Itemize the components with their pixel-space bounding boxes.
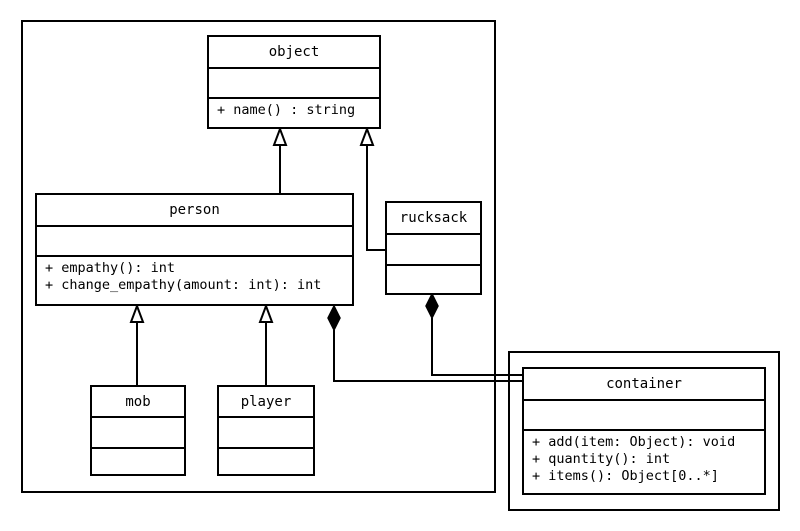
object-class-name: object bbox=[209, 37, 379, 69]
container-frame bbox=[508, 351, 780, 511]
operation: + name() : string bbox=[217, 102, 356, 118]
rucksack-attributes bbox=[387, 235, 480, 264]
mob-class: mob bbox=[90, 385, 186, 476]
rucksack-class: rucksack bbox=[385, 201, 482, 295]
operation: + items(): Object[0..*] bbox=[532, 468, 719, 484]
operation: + change_empathy(amount: int): int bbox=[45, 277, 322, 293]
person-attributes bbox=[37, 227, 352, 257]
rucksack-operations bbox=[387, 264, 480, 293]
container-operations: + add(item: Object): void+ quantity(): i… bbox=[524, 431, 764, 485]
rucksack-class-name: rucksack bbox=[387, 203, 480, 235]
container-attributes bbox=[524, 401, 764, 431]
person-class: person + empathy(): int+ change_empathy(… bbox=[35, 193, 354, 306]
main-frame bbox=[21, 20, 496, 493]
container-class: container + add(item: Object): void+ qua… bbox=[522, 367, 766, 495]
player-class: player bbox=[217, 385, 315, 476]
mob-class-name: mob bbox=[92, 387, 184, 418]
operation: + empathy(): int bbox=[45, 260, 176, 276]
player-operations bbox=[219, 447, 313, 474]
object-attributes bbox=[209, 69, 379, 99]
person-class-name: person bbox=[37, 195, 352, 227]
mob-operations bbox=[92, 447, 184, 474]
operation: + add(item: Object): void bbox=[532, 434, 736, 450]
object-operations: + name() : string bbox=[209, 99, 379, 119]
person-operations: + empathy(): int+ change_empathy(amount:… bbox=[37, 257, 352, 294]
container-class-name: container bbox=[524, 369, 764, 401]
player-attributes bbox=[219, 418, 313, 447]
operation: + quantity(): int bbox=[532, 451, 671, 467]
object-class: object + name() : string bbox=[207, 35, 381, 129]
mob-attributes bbox=[92, 418, 184, 447]
player-class-name: player bbox=[219, 387, 313, 418]
